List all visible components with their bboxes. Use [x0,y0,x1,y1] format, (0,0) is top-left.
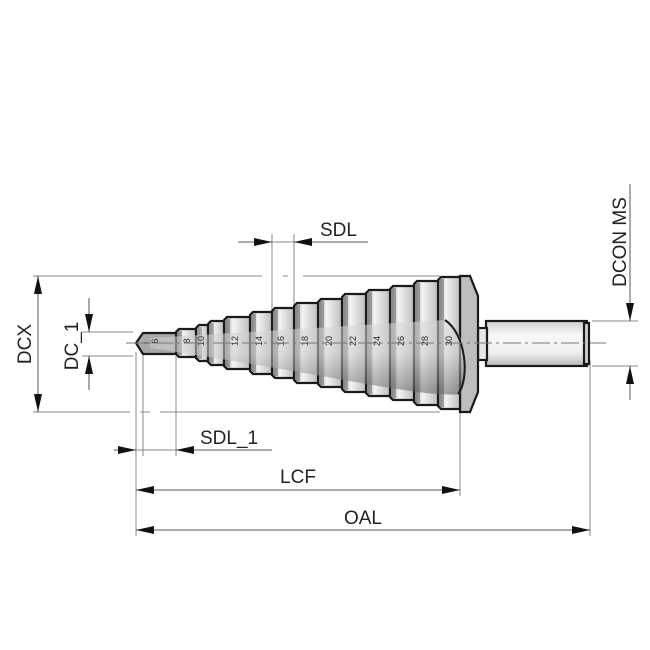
step-label: 30 [444,336,454,346]
step-label: 14 [254,336,264,346]
dimension-dcon-ms: DCON MS [610,184,634,400]
step-label: 24 [372,336,382,346]
step-label: 22 [348,336,358,346]
step-label: 28 [420,336,430,346]
step-label: 12 [230,336,240,346]
extension-lines [33,234,638,536]
sdl-1-label: SDL_1 [200,428,258,449]
step-label: 16 [276,336,286,346]
dcon-ms-label: DCON MS [610,197,631,287]
step-label: 26 [396,336,406,346]
sdl-label: SDL [320,220,357,241]
dc-1-label: DC_1 [62,322,83,371]
step-size-labels: 6 8 10 12 14 16 18 20 22 24 26 28 30 [150,336,454,346]
dimension-dc-1: DC_1 [62,298,93,390]
dimension-lcf: LCF [136,467,460,494]
step-label: 8 [182,338,192,343]
lcf-label: LCF [280,467,316,488]
dimension-dcx: DCX [15,276,42,412]
step-label: 18 [300,336,310,346]
flute [150,320,467,395]
dimension-oal: OAL [136,508,590,534]
neck [476,326,489,362]
dimension-sdl: SDL [238,220,368,246]
oal-label: OAL [344,508,382,529]
step-label: 10 [196,336,206,346]
step-label: 20 [324,336,334,346]
dimension-sdl-1: SDL_1 [114,428,272,454]
step-label: 6 [150,338,160,343]
dcx-label: DCX [15,324,36,364]
